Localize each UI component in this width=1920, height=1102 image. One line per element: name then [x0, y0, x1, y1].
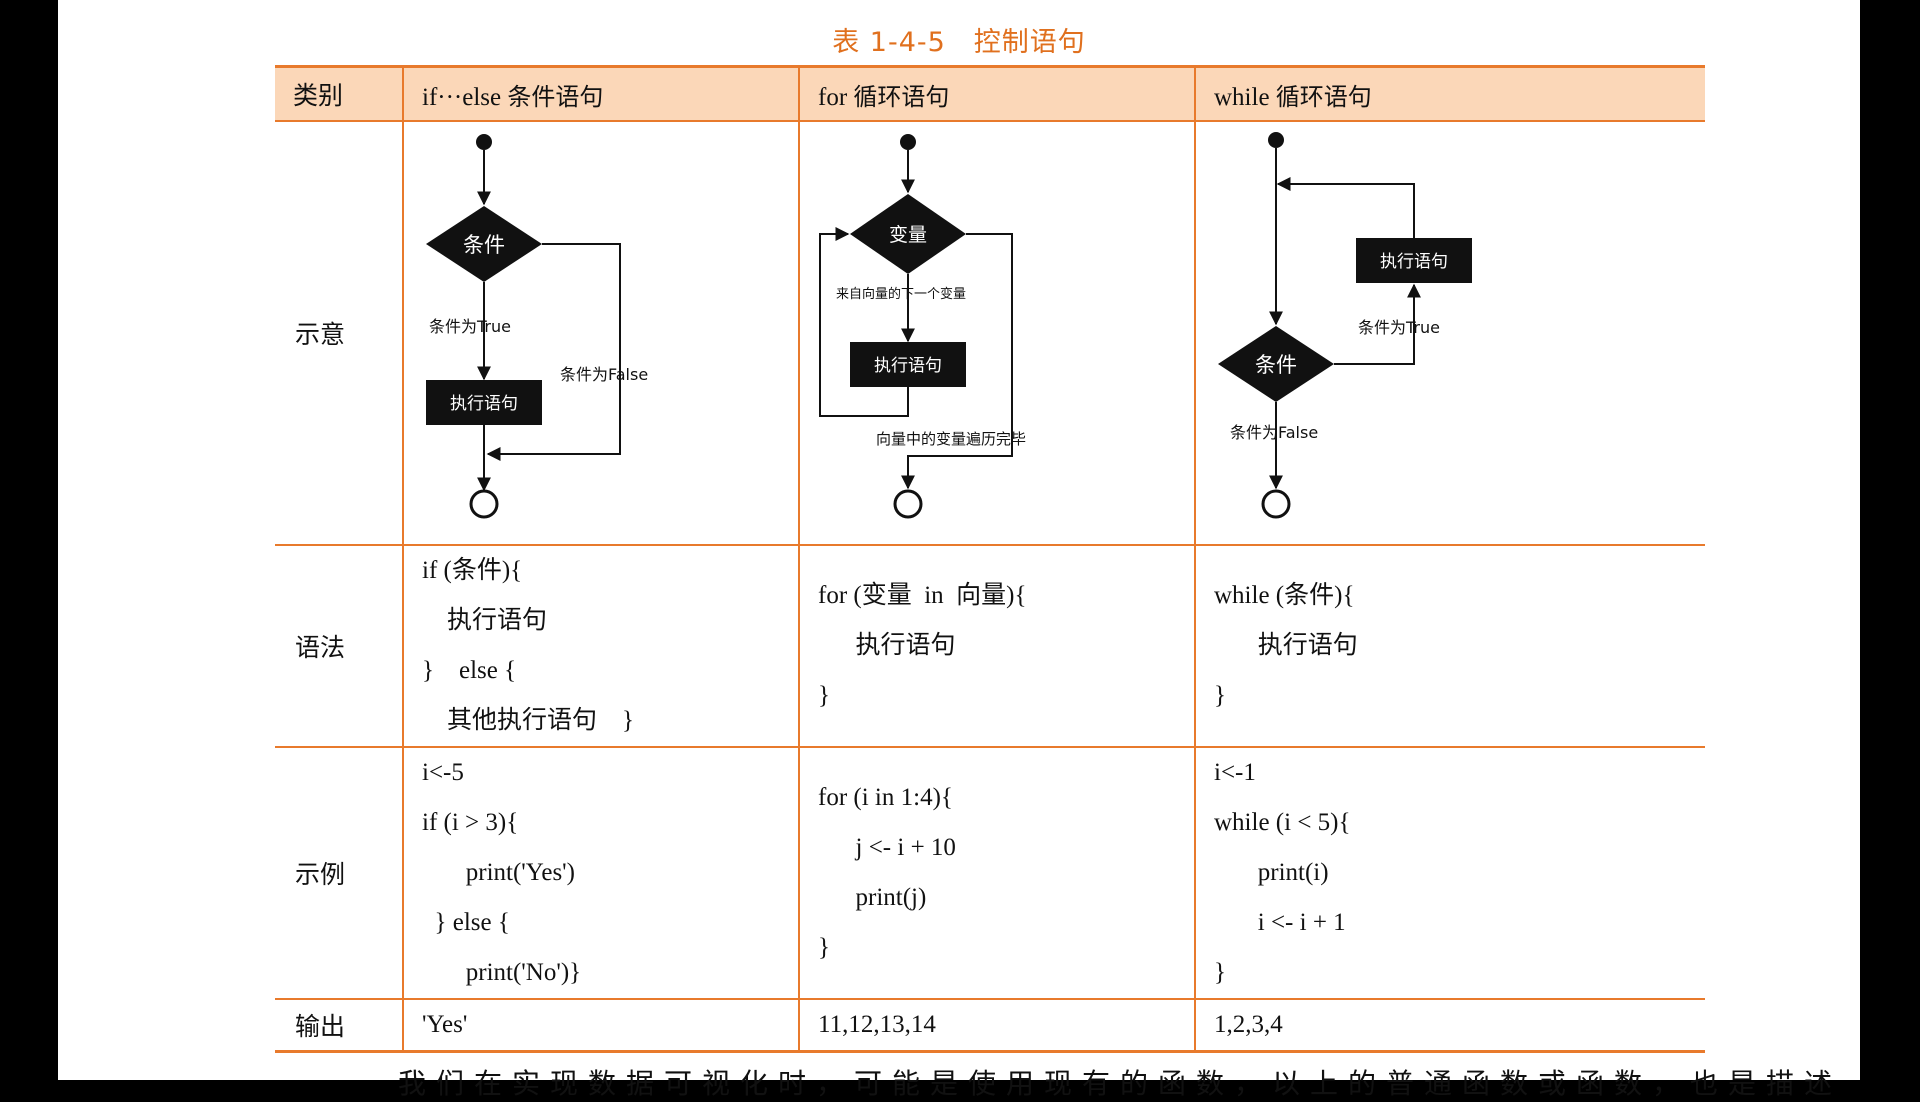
while-true-label: 条件为True: [1358, 318, 1440, 337]
row-label-example: 示例: [275, 746, 404, 1000]
control-statements-table: 类别 if···else 条件语句 for 循环语句 while 循环语句 示意: [275, 65, 1705, 1053]
while-syntax: while (条件){ 执行语句 }: [1194, 544, 1705, 748]
header-while-kw: while: [1214, 83, 1270, 111]
code-line: }: [818, 934, 830, 961]
row-label-output: 输出: [275, 998, 404, 1053]
code-line: for (变量 in 向量){: [818, 582, 1027, 609]
code-line: } else {: [422, 657, 517, 684]
syntax-row: 语法 if (条件){ 执行语句 } else { 其他执行语句 } for (…: [275, 544, 1705, 748]
header-if-zh: 条件语句: [507, 82, 604, 111]
header-while-zh: 循环语句: [1275, 82, 1372, 111]
header-if: if···else 条件语句: [402, 65, 800, 122]
code-line: print('No')}: [422, 959, 582, 986]
if-false-label: 条件为False: [560, 365, 648, 384]
row-label-syntax: 语法: [275, 544, 404, 748]
for-syntax: for (变量 in 向量){ 执行语句 }: [798, 544, 1196, 748]
row-label-diagram: 示意: [275, 120, 404, 546]
table-header-row: 类别 if···else 条件语句 for 循环语句 while 循环语句: [275, 65, 1705, 122]
header-for-zh: 循环语句: [853, 82, 950, 111]
condition-diamond: [426, 206, 542, 282]
if-true-label: 条件为True: [429, 317, 511, 336]
end-node: [893, 489, 923, 519]
code-line: 执行语句: [422, 607, 548, 634]
statement-box: [850, 342, 966, 387]
code-line: while (条件){: [1214, 582, 1355, 609]
header-for-kw: for: [818, 83, 848, 111]
code-line: }: [818, 682, 830, 709]
code-line: 执行语句: [818, 632, 956, 659]
for-flowchart: 变量 来自向量的下一个变量 执行语句 向量中的变量遍历完毕: [798, 120, 1196, 546]
for-done-label: 向量中的变量遍历完毕: [876, 430, 1026, 448]
code-line: j <- i + 10: [818, 834, 956, 861]
table-caption: 表 1-4-5 控制语句: [58, 20, 1860, 59]
code-line: i <- i + 1: [1214, 909, 1346, 936]
body-text-partial: 我们在实现数据可视化时，可能是使用现有的函数，以上的普通函数或函数，也是描述: [398, 1067, 1843, 1100]
while-output: 1,2,3,4: [1194, 998, 1705, 1053]
code-line: print(j): [818, 884, 927, 911]
statement-box: [426, 380, 542, 425]
document-page: 表 1-4-5 控制语句 类别 if···else 条件语句 for 循环语句 w…: [58, 0, 1860, 1100]
code-line: for (i in 1:4){: [818, 784, 953, 811]
example-row: 示例 i<-5 if (i > 3){ print('Yes') } else …: [275, 746, 1705, 1000]
if-output: 'Yes': [402, 998, 800, 1053]
header-if-kw: if···else: [422, 83, 502, 111]
while-statement-label: 执行语句: [1380, 252, 1448, 272]
code-line: }: [1214, 682, 1226, 709]
code-line: while (i < 5){: [1214, 809, 1351, 836]
if-statement-label: 执行语句: [450, 394, 518, 414]
code-line: if (条件){: [422, 557, 523, 584]
while-flowchart: 执行语句 条件 条件为True 条件为False: [1194, 120, 1705, 546]
code-line: print('Yes'): [422, 859, 576, 886]
end-node: [469, 489, 499, 519]
code-line: 执行语句: [1214, 632, 1358, 659]
if-syntax: if (条件){ 执行语句 } else { 其他执行语句 }: [402, 544, 800, 748]
code-line: i<-1: [1214, 759, 1256, 786]
header-for: for 循环语句: [798, 65, 1196, 122]
for-example: for (i in 1:4){ j <- i + 10 print(j) }: [798, 746, 1196, 1000]
code-line: print(i): [1214, 859, 1329, 886]
while-example: i<-1 while (i < 5){ print(i) i <- i + 1 …: [1194, 746, 1705, 1000]
statement-box: [1356, 238, 1472, 283]
start-node: [900, 134, 916, 150]
diagram-row: 示意 条件 条件为True 执行语句: [275, 120, 1705, 546]
start-node: [1268, 132, 1284, 148]
code-line: 其他执行语句 }: [422, 707, 635, 734]
code-line: }: [1214, 959, 1226, 986]
condition-diamond: [1218, 326, 1334, 402]
for-variable-label: 变量: [889, 224, 927, 246]
if-flowchart: 条件 条件为True 执行语句 条件为False: [402, 120, 800, 546]
output-row: 输出 'Yes' 11,12,13,14 1,2,3,4: [275, 998, 1705, 1053]
while-condition-label: 条件: [1255, 353, 1297, 377]
header-category: 类别: [275, 65, 404, 122]
code-line: } else {: [422, 909, 510, 936]
start-node: [476, 134, 492, 150]
while-false-label: 条件为False: [1230, 423, 1318, 442]
end-node: [1261, 489, 1291, 519]
variable-diamond: [850, 194, 966, 274]
for-output: 11,12,13,14: [798, 998, 1196, 1053]
code-line: if (i > 3){: [422, 809, 519, 836]
header-while: while 循环语句: [1194, 65, 1705, 122]
if-condition-label: 条件: [463, 233, 505, 257]
caption-title: 控制语句: [973, 27, 1086, 58]
caption-number: 表 1-4-5: [832, 27, 946, 58]
code-line: i<-5: [422, 759, 464, 786]
for-statement-label: 执行语句: [874, 356, 942, 376]
for-next-label: 来自向量的下一个变量: [836, 286, 966, 302]
if-example: i<-5 if (i > 3){ print('Yes') } else { p…: [402, 746, 800, 1000]
